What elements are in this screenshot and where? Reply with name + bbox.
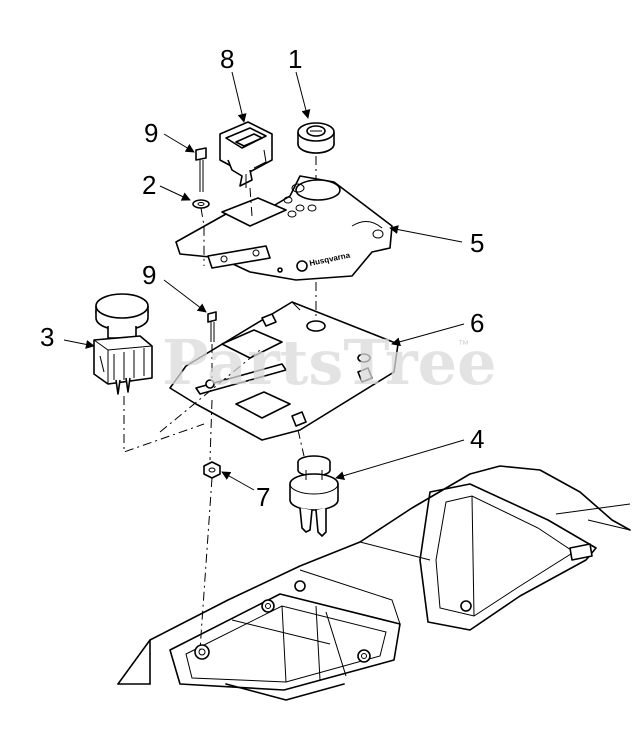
watermark-trademark: ™ [458, 339, 469, 351]
callout-2: 2 [142, 170, 156, 200]
bolt-9-top [195, 147, 207, 192]
mounting-plate-6 [169, 301, 399, 441]
ignition-key-switch-1 [297, 122, 335, 154]
callout-3: 3 [40, 322, 54, 352]
washer-2 [192, 199, 210, 209]
pto-switch-3 [93, 293, 153, 395]
callout-9-middle: 9 [142, 260, 156, 290]
nut-8 [203, 461, 221, 479]
callout-6: 6 [470, 308, 484, 338]
ignition-switch-4 [289, 455, 339, 537]
callout-labels: 8 1 9 2 5 9 6 3 4 7 [40, 44, 484, 512]
bolt-9-middle [207, 311, 217, 342]
rocker-switch-7 [219, 121, 273, 188]
assembly-lines [123, 156, 317, 651]
callout-9-top: 9 [144, 118, 158, 148]
callout-7: 8 [220, 44, 234, 74]
callout-4: 4 [470, 424, 484, 454]
callout-5: 5 [470, 228, 484, 258]
fender-body [117, 465, 631, 701]
callout-leaders [63, 71, 465, 491]
watermark: PartsTree ™ [162, 326, 497, 399]
callout-1: 1 [288, 44, 302, 74]
watermark-text: PartsTree [162, 326, 497, 399]
decal-plate-5: Husqvarna [175, 175, 393, 281]
callout-8: 7 [256, 482, 270, 512]
